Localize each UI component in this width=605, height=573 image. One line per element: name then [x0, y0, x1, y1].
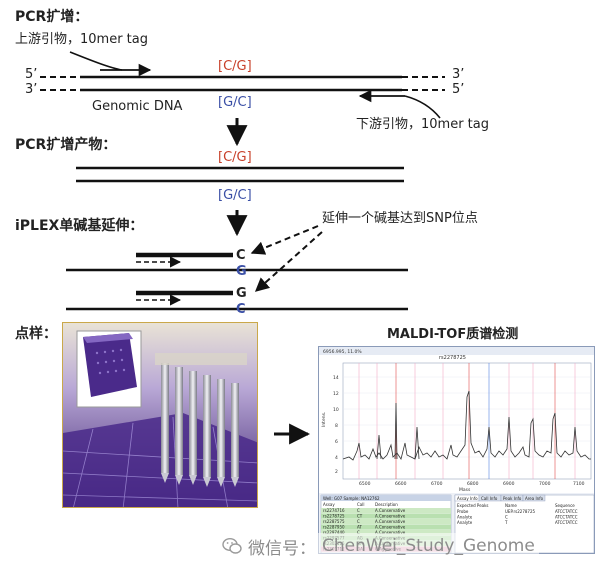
- forward-primer-label: 上游引物，10mer tag: [15, 32, 148, 47]
- x-tick: 6600: [395, 481, 407, 487]
- table-cell: ATCCTATCC: [555, 520, 578, 525]
- table-cell: ATCCTATCC: [555, 515, 578, 520]
- strand-end-3-left: 3’: [25, 82, 38, 97]
- extension-base-2: G: [236, 286, 247, 301]
- y-tick: 6: [335, 439, 338, 445]
- y-tick: 14: [333, 375, 339, 381]
- left-column-header: Assay: [323, 502, 335, 507]
- spectrum-trace: [342, 390, 591, 461]
- tab-call-info[interactable]: Call Info: [481, 496, 498, 501]
- table-cell: C: [505, 515, 508, 520]
- y-tick: 12: [333, 391, 339, 397]
- table-cell: A.Conservative: [375, 519, 406, 524]
- genomic-dna-label: Genomic DNA: [92, 99, 183, 114]
- table-cell: rs2287950: [323, 525, 345, 530]
- x-tick: 7000: [539, 481, 551, 487]
- table-cell: rs2297440: [323, 530, 345, 535]
- table-cell: A.Conservative: [375, 508, 406, 513]
- spectrum-header-left: 6956.995, 11.0%: [323, 349, 362, 355]
- left-column-header: Call: [357, 502, 364, 507]
- wechat-icon: [222, 537, 242, 554]
- x-tick: 6500: [359, 481, 371, 487]
- table-cell: rs2278725: [323, 514, 345, 519]
- left-panel-title: Well: G07 Sample: NA12762: [323, 496, 380, 501]
- reverse-primer-label: 下游引物，10mer tag: [356, 117, 489, 132]
- pcr-amplification-title: PCR扩增：: [15, 9, 89, 25]
- allele-bottom-1: [G/C]: [218, 95, 252, 110]
- y-tick: 2: [335, 469, 338, 475]
- allele-bottom-2: [G/C]: [218, 188, 252, 203]
- iplex-extension-1: [66, 252, 408, 272]
- snp-annotation-arrows: [250, 225, 323, 292]
- table-row[interactable]: [321, 530, 451, 536]
- tab-area-info[interactable]: Area Info: [525, 496, 544, 501]
- template-base-2: C: [236, 302, 246, 317]
- table-cell: Probe: [457, 509, 469, 514]
- reverse-primer: [358, 89, 441, 119]
- snp-annotation: 延伸一个碱基达到SNP位点: [322, 211, 478, 226]
- pcr-product-title: PCR扩增产物：: [15, 137, 117, 153]
- x-tick: 7100: [573, 481, 585, 487]
- table-cell: C: [357, 519, 360, 524]
- spectrum-label: rs2278725: [439, 355, 466, 361]
- table-cell: Analyte: [457, 520, 473, 525]
- spotting-illustration: [63, 323, 257, 507]
- right-column-header: Sequence: [555, 503, 575, 508]
- x-tick: 6700: [431, 481, 443, 487]
- iplex-title: iPLEX单碱基延伸：: [15, 218, 144, 234]
- table-cell: UEP.rs2278725: [505, 509, 536, 514]
- tab-peak-info[interactable]: Peak Info: [503, 496, 522, 501]
- strand-end-3-right: 3’: [452, 67, 465, 82]
- iplex-extension-2: [66, 290, 408, 311]
- table-row[interactable]: [321, 513, 451, 519]
- table-cell: A.Conservative: [375, 525, 406, 530]
- watermark-handle: ChenWei_Study_Genome: [322, 536, 535, 556]
- y-tick: 10: [333, 407, 339, 413]
- allele-top-2: [C/G]: [218, 150, 252, 165]
- table-row[interactable]: [321, 508, 451, 514]
- table-cell: rs2274716: [323, 508, 345, 513]
- table-cell: AT: [357, 525, 362, 530]
- genomic-dna-strands: [40, 75, 445, 92]
- template-base-1: G: [236, 264, 247, 279]
- table-cell: C: [357, 508, 360, 513]
- table-row[interactable]: [321, 524, 451, 530]
- table-cell: A.Conservative: [375, 530, 406, 535]
- table-cell: rs2287575: [323, 519, 345, 524]
- table-cell: T: [504, 520, 508, 525]
- maldi-software-render: 6956.995, 11.0% rs2278725: [319, 347, 594, 553]
- strand-end-5-left: 5’: [25, 67, 38, 82]
- table-cell: A.Conservative: [375, 514, 406, 519]
- right-column-header: Expected Peaks: [457, 503, 489, 508]
- pcr-product-strands: [76, 166, 404, 183]
- x-tick: 6800: [467, 481, 479, 487]
- table-cell: C: [357, 530, 360, 535]
- y-tick: 8: [335, 423, 338, 429]
- y-axis-label: Intens.: [321, 412, 327, 427]
- watermark-prefix: 微信号：: [248, 538, 316, 559]
- maldi-tof-title: MALDI-TOF质谱检测: [387, 327, 519, 342]
- strand-end-5-right: 5’: [452, 82, 465, 97]
- spotting-photo: [62, 322, 258, 508]
- x-axis-label: Mass: [459, 487, 471, 493]
- table-cell: Analyte: [457, 515, 473, 520]
- forward-primer: [69, 51, 152, 77]
- extension-base-1: C: [236, 248, 246, 263]
- table-row[interactable]: [321, 519, 451, 525]
- spotting-title: 点样：: [15, 326, 57, 342]
- allele-top-1: [C/G]: [218, 59, 252, 74]
- wechat-watermark: 微信号： ChenWei_Study_Genome: [218, 533, 539, 559]
- table-cell: CT: [357, 514, 363, 519]
- tab-assay-info[interactable]: Assay Info: [457, 496, 478, 501]
- table-cell: ATCCTATCC: [555, 509, 578, 514]
- left-column-header: Description: [375, 502, 398, 507]
- x-tick: 6900: [503, 481, 515, 487]
- maldi-software-window: 6956.995, 11.0% rs2278725: [318, 346, 595, 554]
- y-tick: 4: [335, 455, 338, 461]
- right-column-header: Name: [505, 503, 517, 508]
